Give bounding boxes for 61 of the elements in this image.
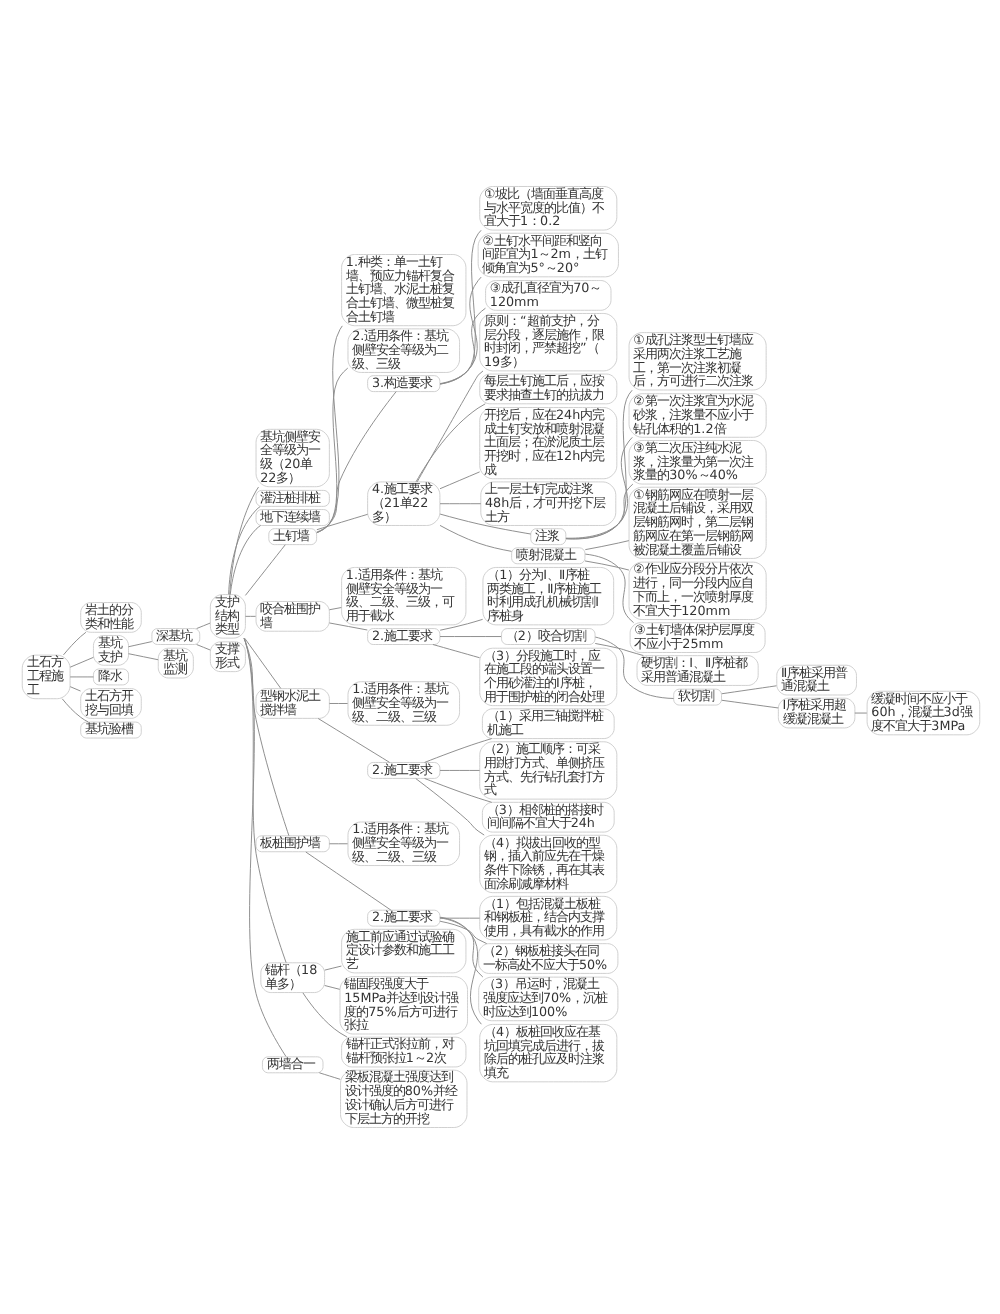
connector bbox=[414, 778, 484, 836]
connector bbox=[583, 553, 634, 624]
connector bbox=[323, 985, 340, 990]
connector bbox=[228, 525, 261, 595]
connector bbox=[127, 641, 152, 648]
connector bbox=[415, 370, 483, 483]
connector bbox=[438, 920, 487, 945]
connector bbox=[242, 637, 289, 837]
connector bbox=[720, 685, 776, 695]
connector bbox=[316, 718, 390, 763]
connector bbox=[68, 686, 80, 692]
connector bbox=[227, 506, 260, 595]
connector bbox=[62, 631, 86, 656]
connector bbox=[853, 712, 867, 714]
connector bbox=[564, 483, 633, 539]
connector bbox=[315, 367, 348, 534]
connector bbox=[438, 636, 501, 637]
connector bbox=[243, 544, 285, 596]
connector bbox=[438, 916, 481, 1025]
connector bbox=[438, 229, 481, 385]
connector bbox=[242, 637, 286, 1057]
connector bbox=[593, 643, 643, 657]
connector bbox=[414, 403, 485, 483]
connector bbox=[438, 917, 483, 978]
connector bbox=[195, 622, 210, 630]
connector bbox=[438, 307, 485, 385]
connector bbox=[315, 513, 368, 531]
connector bbox=[68, 656, 93, 668]
connector bbox=[438, 513, 531, 535]
connector bbox=[228, 486, 258, 595]
connector bbox=[327, 622, 367, 631]
connector bbox=[564, 436, 632, 540]
connector bbox=[423, 777, 492, 803]
connector bbox=[720, 699, 778, 709]
connector bbox=[327, 843, 348, 845]
connector bbox=[243, 615, 256, 617]
connector bbox=[127, 653, 158, 661]
connector bbox=[438, 769, 480, 771]
connector bbox=[438, 524, 512, 552]
connector bbox=[323, 965, 341, 971]
connector bbox=[315, 391, 396, 533]
connector bbox=[243, 637, 281, 689]
connector bbox=[195, 644, 210, 651]
connector bbox=[438, 618, 483, 631]
connector bbox=[431, 644, 480, 659]
connector bbox=[304, 851, 391, 911]
connector bbox=[438, 503, 481, 505]
connector bbox=[60, 698, 88, 723]
connector bbox=[438, 471, 480, 490]
connector bbox=[438, 276, 481, 385]
connector bbox=[327, 703, 348, 704]
connector bbox=[317, 1072, 340, 1080]
connector bbox=[301, 992, 347, 1038]
connector bbox=[242, 637, 286, 964]
connector bbox=[593, 636, 674, 699]
connector bbox=[564, 389, 632, 540]
connector bbox=[583, 540, 629, 551]
connector bbox=[327, 607, 341, 611]
connector bbox=[583, 560, 629, 571]
connector bbox=[423, 738, 492, 763]
connector bbox=[68, 676, 93, 678]
